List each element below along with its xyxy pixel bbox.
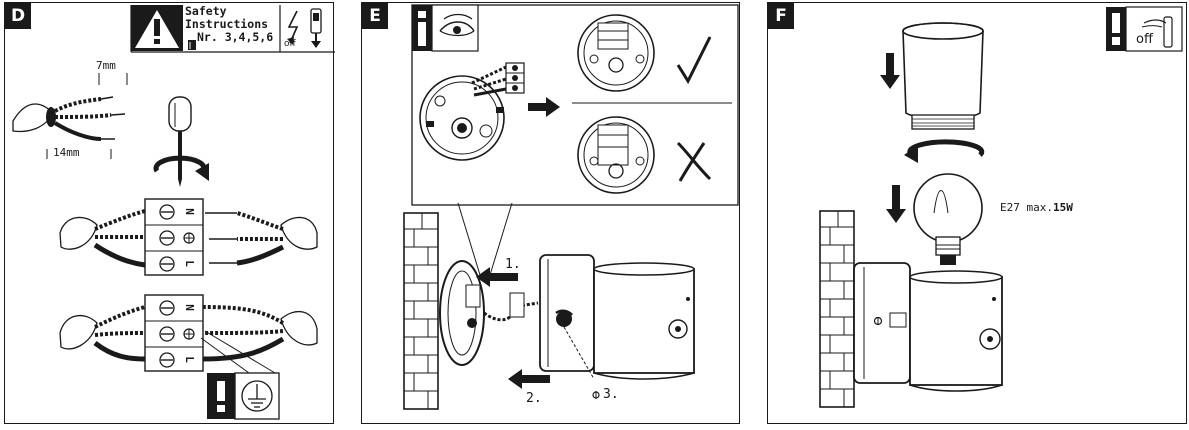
warning-triangle-icon	[131, 5, 183, 51]
power-off-label: off	[1136, 32, 1153, 47]
step-1-label: 1.	[505, 257, 521, 272]
panel-d-illustration	[12, 5, 335, 420]
manual-book-icon	[188, 40, 196, 50]
terminal-n-label-top: N	[182, 208, 196, 215]
bulb-spec-prefix: E27 max.	[1000, 201, 1053, 214]
panel-d: D	[4, 2, 335, 424]
arrow-icon	[528, 97, 560, 117]
arrow-icon	[508, 369, 550, 389]
safety-line-1: Safety	[185, 4, 227, 18]
assembled-lamp	[853, 262, 1003, 392]
panel-letter-d: D	[5, 3, 31, 29]
terminal-n-label-bottom: N	[182, 304, 196, 311]
bulb-spec-label: E27 max.15W	[1000, 201, 1073, 214]
base-plate-correct	[577, 14, 655, 92]
strip-length-long: 14mm	[53, 146, 80, 159]
cross-icon	[676, 141, 712, 182]
arrow-icon	[476, 267, 518, 287]
brick-wall	[403, 212, 439, 410]
eye-icon	[431, 4, 479, 52]
step-2-label: 2.	[526, 391, 542, 406]
terminal-block-top	[59, 198, 318, 276]
safety-line-3: Nr. 3,4,5,6	[197, 30, 274, 44]
panel-f: F	[767, 2, 1187, 424]
power-off-icon	[287, 8, 322, 48]
power-off-label: off	[284, 39, 296, 49]
terminal-l-label-top: L	[182, 260, 196, 267]
rotate-arrow-icon	[904, 139, 985, 163]
arrow-icon	[880, 53, 900, 89]
strip-length-short: 7mm	[96, 59, 116, 72]
lamp-cover	[902, 22, 984, 130]
bulb-spec-power: 15W	[1052, 201, 1073, 214]
base-plate-wrong	[577, 116, 655, 194]
safety-line-2: Instructions	[185, 17, 269, 31]
arrow-icon	[886, 185, 906, 223]
safety-instructions-label: Safety Instructions Nr. 3,4,5,6	[185, 5, 273, 44]
step-3-label: 3.	[603, 387, 619, 402]
terminal-block-bottom	[59, 294, 318, 374]
rotate-arrow-icon	[153, 155, 209, 181]
screwdriver-icon	[168, 96, 192, 187]
brick-wall	[819, 210, 855, 408]
checkmark-icon	[676, 36, 712, 85]
panel-e: E	[361, 2, 740, 424]
lamp-body	[509, 254, 695, 380]
info-icon	[412, 5, 432, 51]
light-bulb	[913, 173, 983, 265]
power-off-icon	[1106, 6, 1183, 52]
terminal-l-label-bottom: L	[182, 356, 196, 363]
panel-f-illustration	[819, 6, 1183, 408]
stripped-cable	[12, 73, 128, 159]
panel-e-illustration	[403, 4, 739, 410]
screw-icon	[592, 391, 600, 399]
panel-letter-f: F	[768, 3, 794, 29]
base-plate-exploded	[419, 62, 525, 161]
ground-warning-box	[207, 372, 280, 420]
panel-letter-e: E	[362, 3, 388, 29]
